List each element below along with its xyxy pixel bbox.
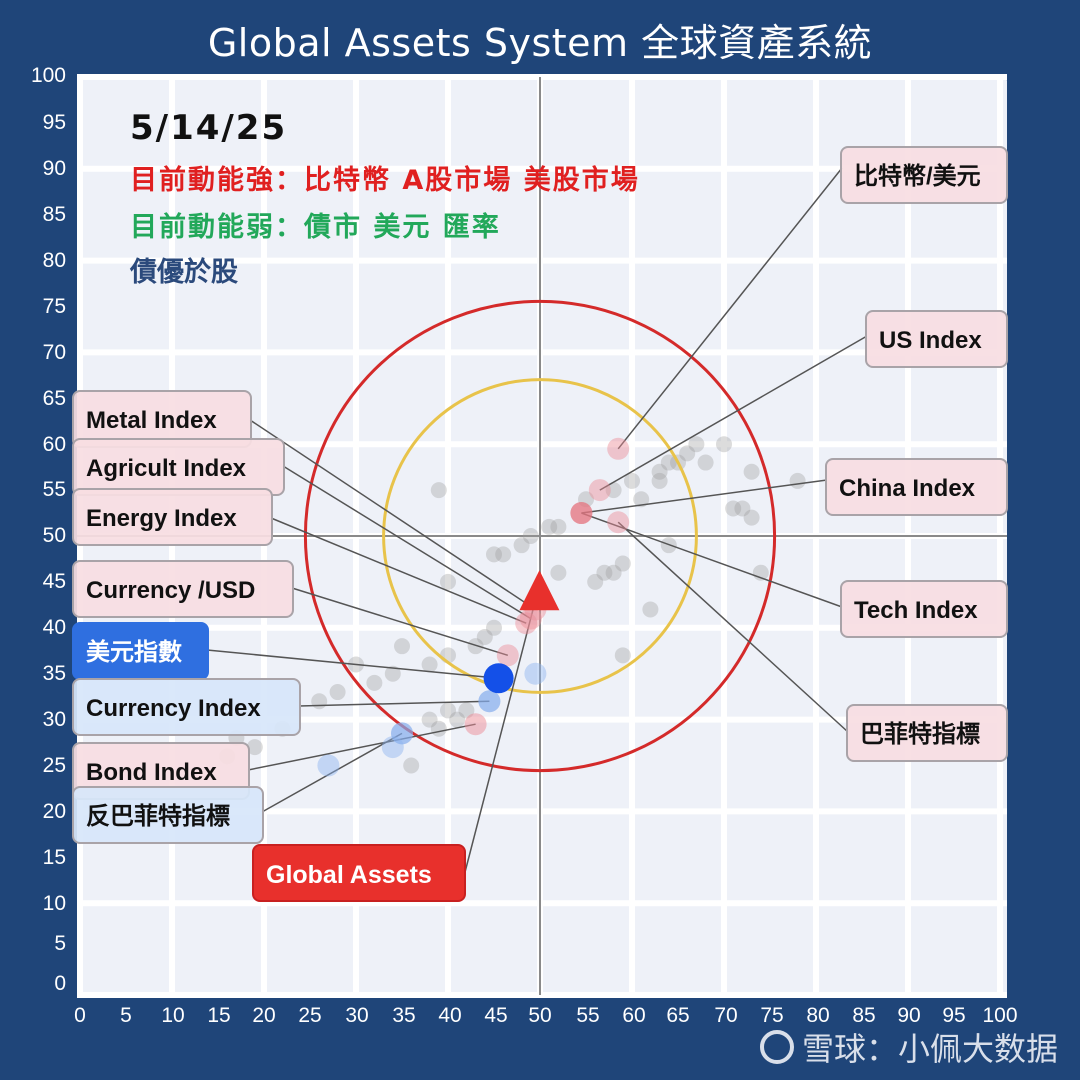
- y-tick: 95: [42, 111, 66, 134]
- x-tick: 20: [252, 1004, 276, 1027]
- y-tick: 60: [42, 433, 66, 456]
- x-tick: 95: [942, 1004, 966, 1027]
- watermark: 雪球：小佩大数据: [760, 1024, 1058, 1070]
- label-currency-index: Currency Index: [72, 678, 301, 736]
- label-global-assets: Global Assets: [252, 844, 466, 902]
- page-title: Global Assets System 全球資產系統: [207, 21, 873, 65]
- label-anti-buffett-index: 反巴菲特指標: [72, 786, 264, 844]
- label-agricult-index: Agricult Index: [72, 438, 285, 496]
- y-tick: 90: [42, 157, 66, 180]
- x-tick: 70: [714, 1004, 738, 1027]
- watermark-text: 雪球：小佩大数据: [802, 1030, 1059, 1068]
- weak-momentum-note: 目前動能弱：債市 美元 匯率: [130, 212, 501, 243]
- label-currency-usd: Currency /USD: [72, 560, 294, 618]
- x-tick: 90: [897, 1004, 921, 1027]
- x-tick: 35: [392, 1004, 416, 1027]
- y-tick: 85: [42, 203, 66, 226]
- x-tick: 65: [666, 1004, 690, 1027]
- report-date: 5/14/25: [130, 108, 288, 148]
- x-tick: 15: [207, 1004, 231, 1027]
- label-usd-index: 美元指數: [72, 622, 209, 680]
- x-tick: 50: [528, 1004, 552, 1027]
- label-energy-index: Energy Index: [72, 488, 273, 546]
- y-tick: 5: [54, 932, 66, 955]
- conclusion-note: 債優於股: [130, 257, 238, 288]
- x-tick: 5: [120, 1004, 132, 1027]
- y-tick: 15: [42, 846, 66, 869]
- x-tick: 30: [345, 1004, 369, 1027]
- x-tick: 85: [852, 1004, 876, 1027]
- xueqiu-logo-icon: [760, 1030, 794, 1064]
- label-buffett-index: 巴菲特指標: [846, 704, 1008, 762]
- y-tick: 25: [42, 754, 66, 777]
- x-tick: 0: [74, 1004, 86, 1027]
- y-tick: 30: [42, 708, 66, 731]
- y-tick: 45: [42, 570, 66, 593]
- label-china-index: China Index: [825, 458, 1008, 516]
- y-tick: 10: [42, 892, 66, 915]
- x-tick: 45: [484, 1004, 508, 1027]
- label-tech-index: Tech Index: [840, 580, 1008, 638]
- x-tick: 10: [161, 1004, 185, 1027]
- y-tick: 65: [42, 387, 66, 410]
- x-tick: 100: [982, 1004, 1018, 1027]
- strong-momentum-note: 目前動能強：比特幣 A股市場 美股市場: [130, 165, 640, 196]
- y-tick: 20: [42, 800, 66, 823]
- label-us-index: US Index: [865, 310, 1008, 368]
- x-tick: 55: [576, 1004, 600, 1027]
- y-tick: 35: [42, 662, 66, 685]
- label-btc-usd: 比特幣/美元: [840, 146, 1008, 204]
- y-tick: 75: [42, 295, 66, 318]
- x-tick: 80: [806, 1004, 830, 1027]
- y-tick: 0: [54, 972, 66, 995]
- y-tick: 70: [42, 341, 66, 364]
- x-tick: 40: [438, 1004, 462, 1027]
- x-tick: 25: [298, 1004, 322, 1027]
- y-tick: 50: [42, 524, 66, 547]
- x-tick: 75: [760, 1004, 784, 1027]
- y-tick: 80: [42, 249, 66, 272]
- y-tick: 40: [42, 616, 66, 639]
- y-tick: 100: [30, 64, 66, 87]
- x-tick: 60: [622, 1004, 646, 1027]
- y-tick: 55: [42, 478, 66, 501]
